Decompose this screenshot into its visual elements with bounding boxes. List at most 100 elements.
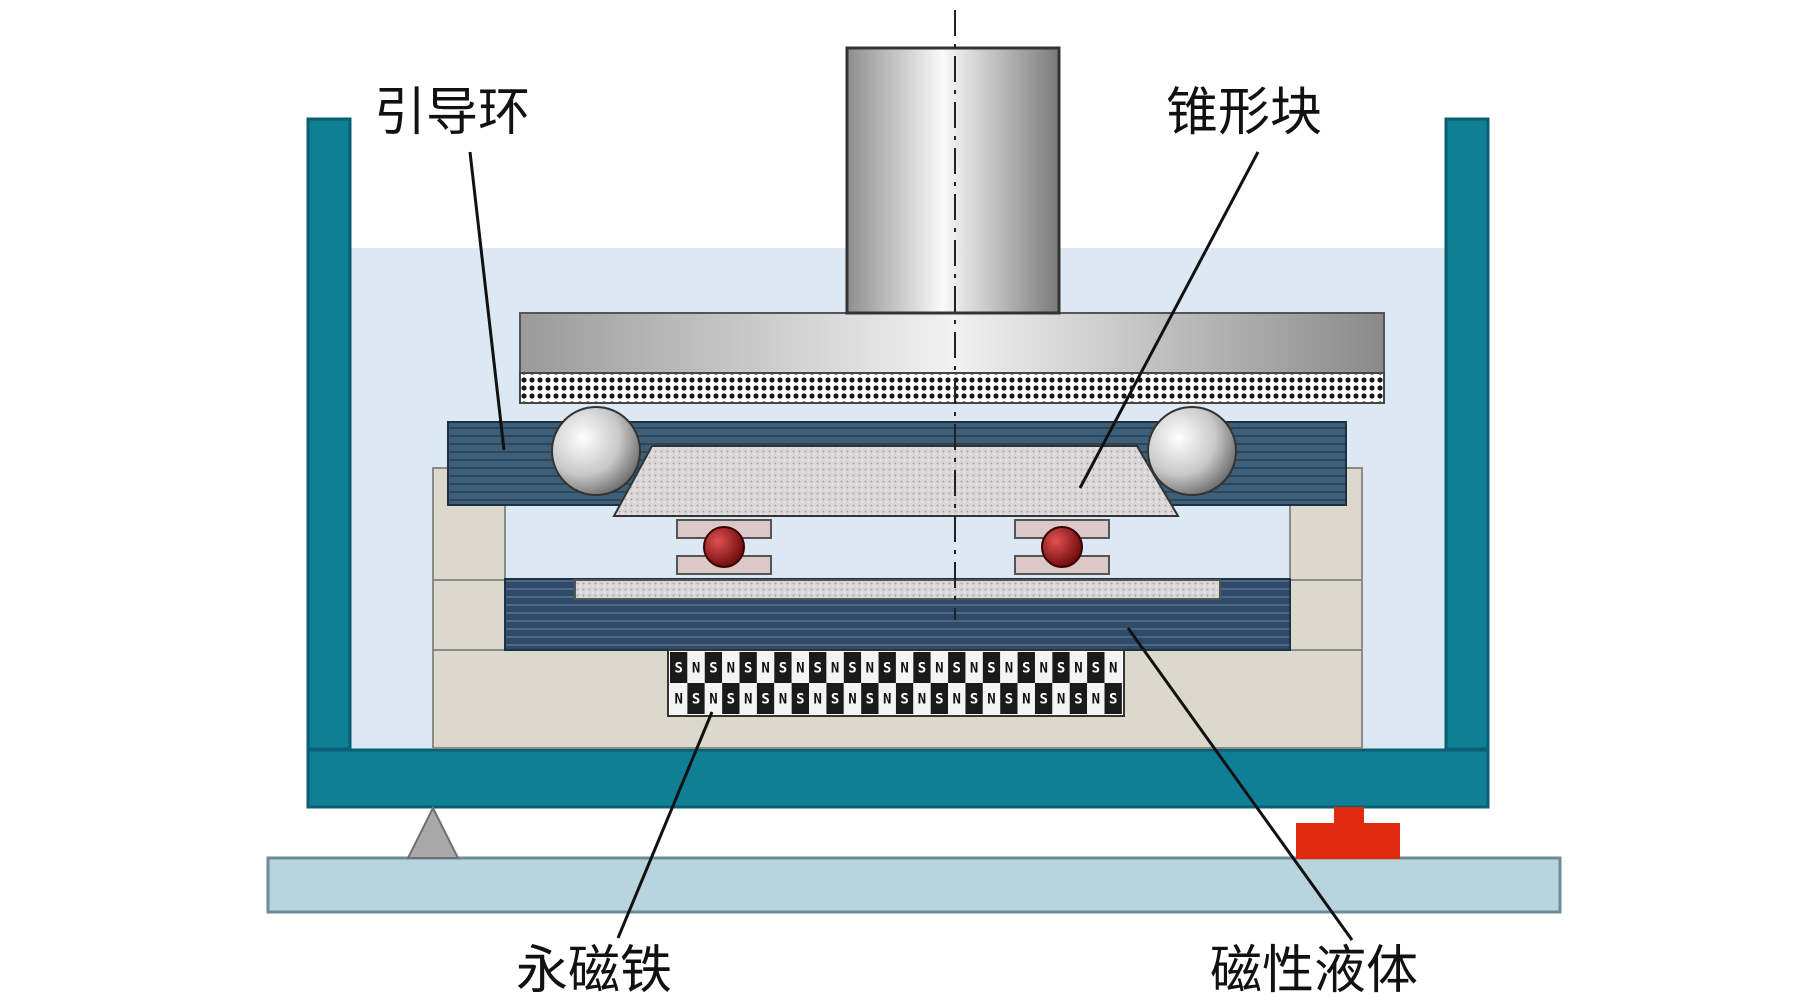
leader-permanent-magnet [616, 711, 714, 939]
magnet-pole-label: N [796, 661, 804, 677]
magnet-pole-label: S [1005, 692, 1013, 708]
magnet-cell [948, 652, 966, 683]
container-left-wall [306, 117, 352, 751]
base-plate [266, 856, 1562, 914]
stand-right-lower [1289, 579, 1363, 651]
magnet-cell [1104, 652, 1122, 683]
magnet-pole-label: S [1092, 661, 1100, 677]
magnet-cell [809, 652, 827, 683]
magnet-pole-label: S [727, 692, 735, 708]
magnet-cell [670, 683, 688, 714]
magnet-pole-label: N [761, 661, 769, 677]
magnet-pole-label: N [709, 692, 717, 708]
container-right-wall [1444, 117, 1490, 751]
magnet-cell [965, 652, 983, 683]
magnet-pole-label: N [692, 661, 700, 677]
magnet-pole-label: N [814, 692, 822, 708]
magnet-pole-label: N [831, 661, 839, 677]
magnet-cell [739, 683, 757, 714]
magnet-pole-label: S [987, 661, 995, 677]
red-block [1296, 823, 1400, 859]
dotted-layer [519, 372, 1385, 404]
magnet-pole-label: S [796, 692, 804, 708]
magnet-cell [670, 652, 688, 683]
bearing-left [676, 519, 772, 575]
magnet-pole-label: N [918, 692, 926, 708]
magnet-cell [1017, 683, 1035, 714]
magnet-pole-label: S [1074, 692, 1082, 708]
magnet-cell [1017, 652, 1035, 683]
top-plate [519, 312, 1385, 374]
magnet-cell [948, 683, 966, 714]
magnet-cell [756, 683, 775, 714]
magnet-cell [774, 652, 792, 683]
magnet-cell [861, 683, 879, 714]
magnet-pole-label: N [987, 692, 995, 708]
magnet-cell [826, 652, 844, 683]
magnet-pole-label: S [935, 692, 943, 708]
label-cone-block: 锥形块 [1166, 83, 1322, 143]
magnet-pole-label: S [744, 661, 752, 677]
magnet-pole-label: S [970, 692, 978, 708]
steel-ball-right [1147, 406, 1237, 496]
magnet-pole-label: S [848, 661, 856, 677]
cylinder [845, 46, 1061, 315]
magnet-cell [878, 652, 896, 683]
magnet-cell [687, 683, 705, 714]
magnet-cell [965, 683, 983, 714]
magnet-pole-label: S [918, 661, 926, 677]
steel-ball-left [551, 406, 641, 496]
label-guide-ring: 引导环 [374, 83, 530, 143]
bearing-right [1014, 519, 1110, 575]
magnet-cell [895, 683, 914, 714]
magnet-cell [791, 652, 810, 683]
label-permanent-magnet: 永磁铁 [516, 941, 672, 1001]
magnet-cell [756, 652, 775, 683]
red-block-top [1334, 807, 1364, 825]
magnet-cell [913, 652, 931, 683]
magnet-cell [895, 652, 914, 683]
magnet-cell [704, 652, 723, 683]
magnet-cell [774, 683, 792, 714]
magnet-pole-label: S [674, 661, 682, 677]
magnet-cell [809, 683, 827, 714]
magnet-pole-label: N [1005, 661, 1013, 677]
magnet-pole-label: S [1109, 692, 1117, 708]
speckled-plate [574, 579, 1221, 600]
magnet-cell [1034, 683, 1053, 714]
magnet-pole-label: N [727, 661, 735, 677]
magnet-cell [1000, 652, 1018, 683]
support-triangle [406, 805, 460, 859]
magnet-pole-label: N [900, 661, 908, 677]
magnet-cell [982, 652, 1001, 683]
magnet-pole-label: N [744, 692, 752, 708]
magnet-pole-label: S [761, 692, 769, 708]
magnet-pole-label: S [900, 692, 908, 708]
magnet-cell [982, 683, 1001, 714]
magnet-cell [1000, 683, 1018, 714]
magnet-cell [1052, 683, 1070, 714]
magnet-pole-label: N [1022, 692, 1030, 708]
magnet-cell [1104, 683, 1122, 714]
magnet-cell [1052, 652, 1070, 683]
magnet-cell [930, 683, 949, 714]
magnet-cell [843, 652, 862, 683]
magnet-cell [739, 652, 757, 683]
magnet-cell [687, 652, 705, 683]
magnet-pole-label: N [1039, 661, 1047, 677]
magnet-cell [826, 683, 844, 714]
magnet-pole-label: N [935, 661, 943, 677]
magnet-pole-label: N [866, 661, 874, 677]
magnet-pole-label: S [831, 692, 839, 708]
magnet-cell [1087, 652, 1105, 683]
magnet-cell [1034, 652, 1053, 683]
magnet-cell [913, 683, 931, 714]
magnet-pole-label: N [1092, 692, 1100, 708]
magnet-pole-label: S [709, 661, 717, 677]
magnet-pole-label: N [953, 692, 961, 708]
magnet-cell [1069, 683, 1088, 714]
magnet-pole-label: S [1057, 661, 1065, 677]
cone-block [612, 445, 1180, 517]
magnet-pole-label: S [953, 661, 961, 677]
